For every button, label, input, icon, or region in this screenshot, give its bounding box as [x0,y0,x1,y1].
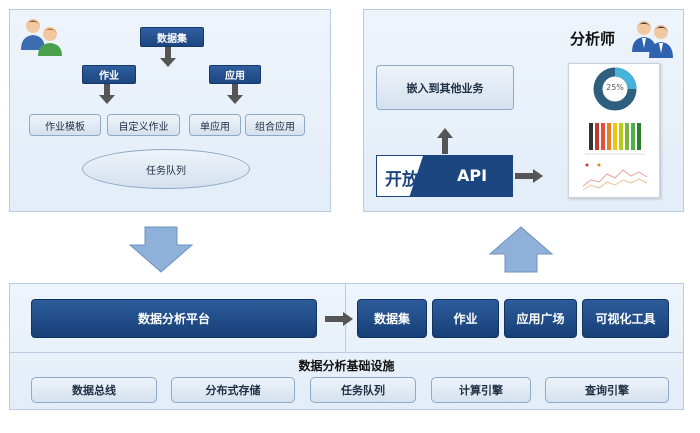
platform-visualization-button[interactable]: 可视化工具 [582,299,669,338]
infra-compute-engine-button[interactable]: 计算引擎 [431,377,531,403]
analysts-icon [632,21,673,58]
dataset-box[interactable]: 数据集 [140,27,204,47]
arrow-down-icon [160,47,176,67]
users-icon [21,19,62,56]
app-box[interactable]: 应用 [209,65,261,84]
arrow-down-icon [227,84,243,104]
divider-horizontal [10,352,683,353]
dashboard-thumbnail: 25% [568,63,660,198]
infra-data-bus-button[interactable]: 数据总线 [31,377,157,403]
platform-dataset-button[interactable]: 数据集 [357,299,427,338]
combined-app-box[interactable]: 组合应用 [245,114,305,136]
infra-distributed-storage-button[interactable]: 分布式存储 [171,377,295,403]
big-arrow-down-icon [128,226,194,273]
platform-app-square-button[interactable]: 应用广场 [504,299,577,338]
task-queue-ellipse[interactable]: 任务队列 [82,149,250,189]
arrow-up-icon [437,128,453,154]
api-label: API [457,166,488,185]
arrow-down-icon [99,84,115,104]
single-app-box[interactable]: 单应用 [189,114,241,136]
job-template-box[interactable]: 作业模板 [29,114,101,136]
infra-query-engine-button[interactable]: 查询引擎 [545,377,669,403]
donut-value: 25% [606,83,624,92]
job-box[interactable]: 作业 [82,65,136,84]
infrastructure-title: 数据分析基础设施 [298,359,395,373]
custom-job-box[interactable]: 自定义作业 [107,114,180,136]
data-analysis-platform-button[interactable]: 数据分析平台 [31,299,317,338]
open-label: 开放 [385,170,419,190]
open-api-box[interactable]: 开放 API [376,155,513,197]
big-arrow-up-icon [488,226,554,273]
infra-task-queue-button[interactable]: 任务队列 [310,377,416,403]
arrow-right-icon [515,169,543,183]
analyst-label: 分析师 [570,30,616,48]
arrow-right-icon [325,312,353,326]
embed-box[interactable]: 嵌入到其他业务 [376,65,514,110]
platform-job-button[interactable]: 作业 [432,299,499,338]
